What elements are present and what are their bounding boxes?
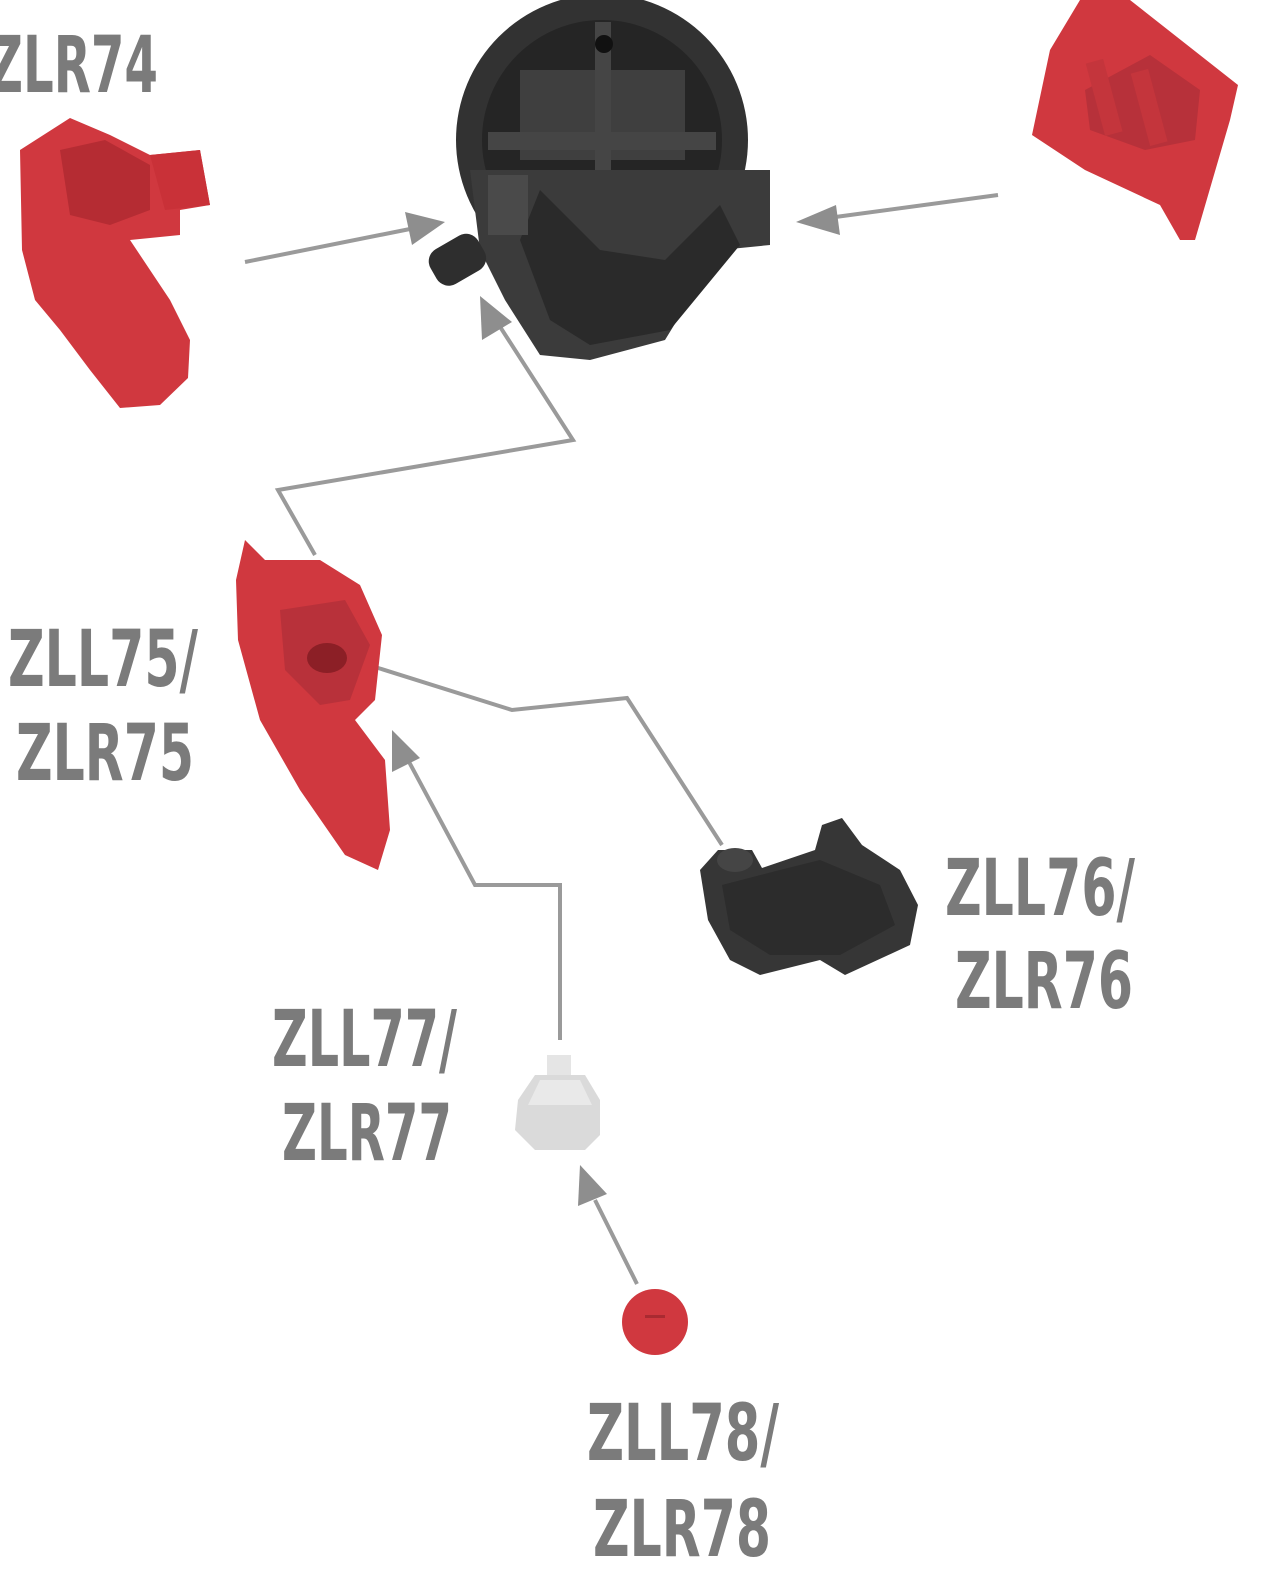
zl75-part	[236, 540, 390, 870]
label-zl76-line2: ZLR76	[955, 937, 1133, 1027]
arrow-zlr74-to-housing	[244, 226, 416, 264]
arrow-zl77-to-zl75	[406, 759, 562, 1040]
right-red-part	[1032, 0, 1238, 240]
arrow-zl75-to-housing	[274, 320, 577, 556]
zl77-part	[515, 1055, 600, 1150]
arrow-head-right-part	[796, 205, 840, 235]
arrow-zl76-to-zl75	[374, 665, 724, 847]
arrow-zl78-to-zl77	[593, 1199, 639, 1285]
part-labels: ZLR74 ZLL75/ ZLR75 ZLL76/ ZLR76 ZLL77/ Z…	[0, 21, 1135, 1575]
label-zl78-line2: ZLR78	[593, 1485, 771, 1575]
label-zl75-line1: ZLL75/	[8, 615, 198, 705]
leader-lines	[244, 193, 999, 1285]
arrow-right-part-to-housing	[827, 193, 999, 220]
label-zl77-line2: ZLR77	[282, 1089, 452, 1179]
label-zl77-line1: ZLL77/	[272, 995, 457, 1085]
housing-part	[428, 0, 770, 360]
label-zl78-line1: ZLL78/	[587, 1389, 779, 1479]
zlr74-part	[20, 118, 210, 408]
zl76-part	[700, 818, 918, 975]
label-zlr74: ZLR74	[0, 21, 158, 111]
label-zl75-line2: ZLR75	[16, 709, 194, 799]
arrow-head-zl75	[480, 296, 512, 340]
label-zl76-line1: ZLL76/	[945, 844, 1135, 934]
arrow-head-zl78	[578, 1165, 607, 1206]
zl78-part	[622, 1289, 688, 1355]
arrow-head-zl77	[392, 730, 420, 772]
arrow-head-zlr74	[405, 212, 445, 245]
